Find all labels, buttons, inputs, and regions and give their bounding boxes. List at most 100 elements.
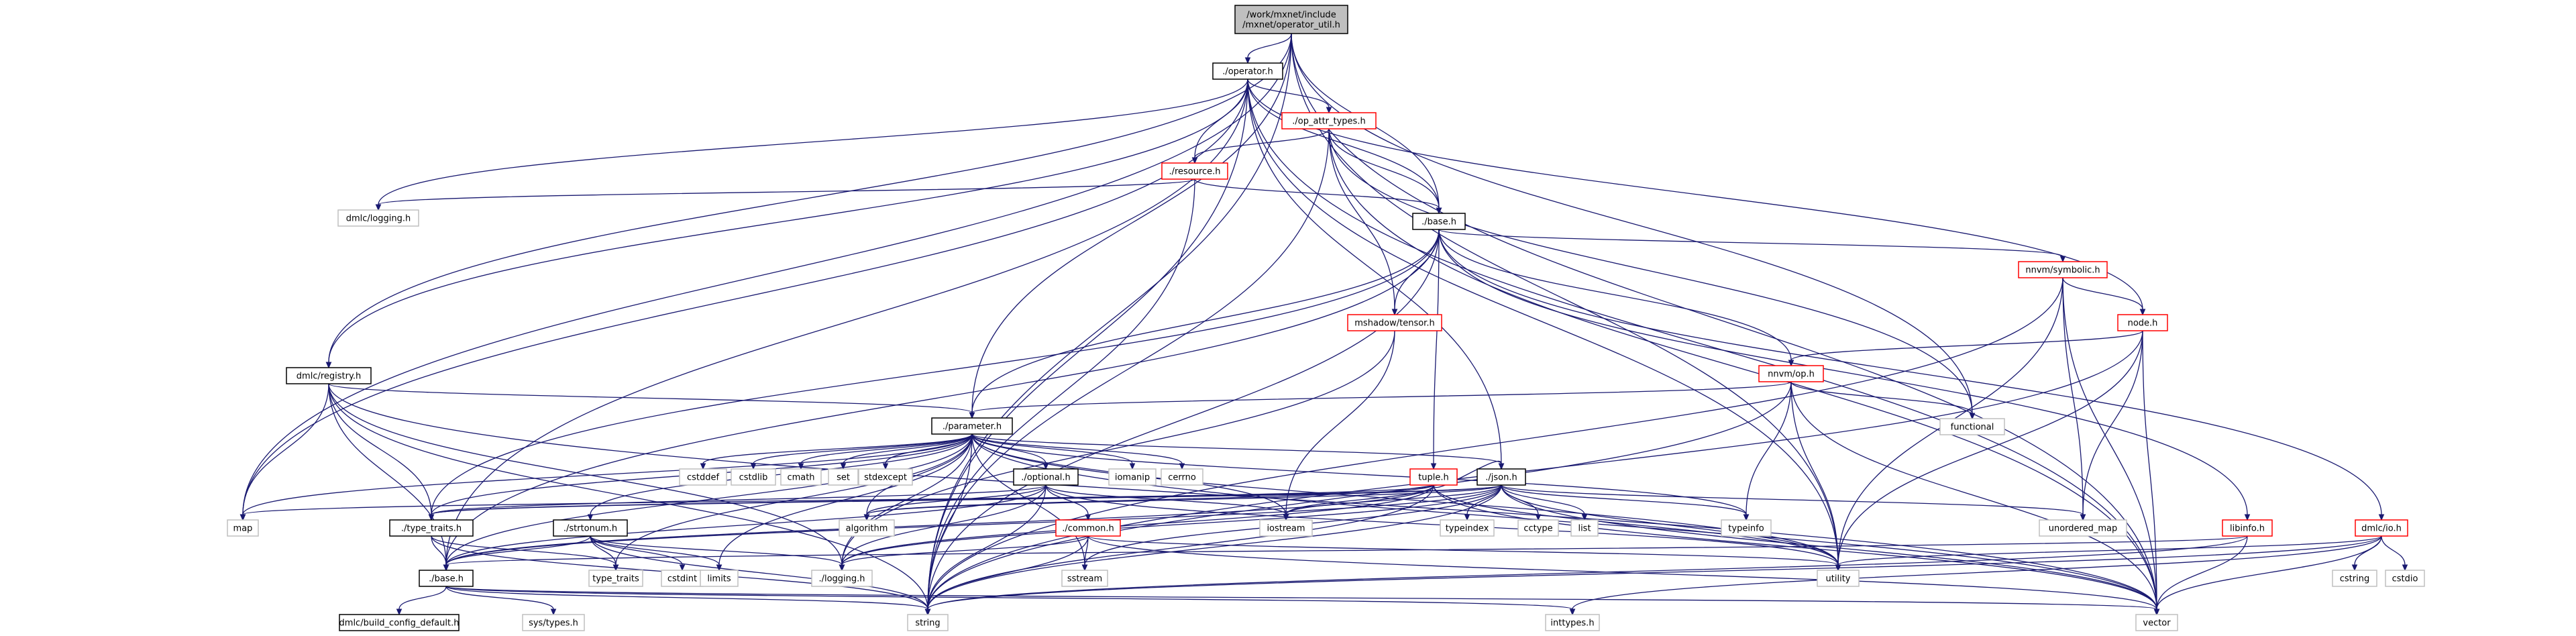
node-box	[2222, 519, 2273, 537]
node-label: ./resource.h	[1169, 167, 1220, 177]
edge-line	[1433, 484, 2157, 610]
edge-arrowhead	[2378, 514, 2385, 521]
node-operator[interactable]: ./operator.h	[1212, 62, 1283, 80]
edge-line	[1438, 229, 2063, 257]
edge-op_attr_types-to-mshadow_tensor	[1328, 128, 1398, 316]
edge-resource-to-base_mx	[1194, 178, 1442, 215]
node-dmlc-registry[interactable]: dmlc/registry.h	[286, 367, 372, 384]
node-type-traits-h[interactable]: ./type_traits.h	[389, 519, 474, 537]
node-box	[1721, 519, 1772, 537]
node-json[interactable]: ./json.h	[1477, 468, 1526, 486]
edge-line	[2062, 277, 2084, 515]
node-parameter[interactable]: ./parameter.h	[931, 417, 1013, 435]
node-base-mx[interactable]: ./base.h	[1412, 213, 1466, 230]
edge-base_dmlc-to-sys_types	[445, 586, 557, 616]
node-nnvm-op[interactable]: nnvm/op.h	[1758, 365, 1824, 382]
node-cstdio: cstdio	[2385, 570, 2425, 587]
edge-base_mx-to-nnvm_symbolic	[1438, 229, 2066, 263]
edge-arrowhead	[750, 463, 757, 470]
edge-line	[378, 78, 1248, 205]
edge-line	[1328, 128, 2157, 610]
node-label: /work/mxnet/include	[1246, 10, 1336, 20]
node-optional[interactable]: ./optional.h	[1013, 468, 1079, 486]
edge-arrowhead	[1743, 514, 1750, 521]
edge-arrowhead	[2139, 309, 2146, 316]
node-cctype: cctype	[1517, 519, 1559, 537]
edge-operator-to-dmlc_registry	[325, 78, 1248, 369]
edge-json-to-unordered_map	[1501, 484, 2086, 521]
node-label: iostream	[1267, 524, 1305, 534]
edge-line	[431, 484, 1502, 515]
node-box	[1281, 112, 1377, 129]
node-common[interactable]: ./common.h	[1055, 519, 1121, 537]
edge-line	[753, 433, 973, 464]
node-cstdint: cstdint	[661, 570, 704, 587]
edge-line	[971, 433, 1747, 515]
node-box	[339, 614, 460, 631]
edge-line	[927, 33, 1292, 610]
edge-line	[927, 484, 1046, 610]
node-op-attr-types[interactable]: ./op_attr_types.h	[1281, 112, 1377, 129]
node-box	[1517, 519, 1559, 537]
node-dmlc-io[interactable]: dmlc/io.h	[2355, 519, 2408, 537]
node-build-config[interactable]: dmlc/build_config_default.h	[339, 614, 460, 631]
node-set: set	[828, 468, 859, 486]
node-box	[1161, 162, 1228, 180]
node-cerrno: cerrno	[1161, 468, 1203, 486]
edge-line	[445, 586, 2157, 610]
edge-arrowhead	[325, 362, 332, 369]
node-tuple[interactable]: tuple.h	[1409, 468, 1458, 486]
edge-line	[1501, 484, 1747, 515]
edge-root-to-dmlc_registry	[325, 33, 1292, 369]
node-limits: limits	[700, 570, 739, 587]
node-box	[2018, 261, 2108, 278]
node-typeindex: typeindex	[1440, 519, 1495, 537]
edge-op_attr_types-to-resource	[1191, 128, 1330, 164]
edge-line	[242, 383, 329, 515]
node-libinfo[interactable]: libinfo.h	[2222, 519, 2273, 537]
node-strtonum[interactable]: ./strtonum.h	[553, 519, 628, 537]
edge-line	[927, 535, 2248, 610]
edge-line	[1291, 33, 2157, 610]
edge-arrowhead	[1129, 463, 1136, 470]
node-label: typeinfo	[1728, 524, 1764, 534]
node-box	[700, 570, 739, 587]
edge-line	[431, 535, 616, 566]
edge-line	[1328, 128, 1973, 414]
edge-line	[1790, 381, 1973, 414]
edge-arrowhead	[1498, 463, 1505, 470]
node-box	[2117, 314, 2168, 331]
node-label: ./strtonum.h	[564, 524, 617, 534]
node-nnvm-symbolic[interactable]: nnvm/symbolic.h	[2018, 261, 2108, 278]
node-node[interactable]: node.h	[2117, 314, 2168, 331]
edge-operator-to-node	[1247, 78, 2146, 316]
node-box	[1108, 468, 1157, 486]
node-label: ./op_attr_types.h	[1292, 117, 1365, 127]
node-logging-rel: ./logging.h	[811, 570, 873, 587]
edge-line	[445, 586, 554, 610]
edge-root-to-functional	[1291, 33, 1976, 420]
edge-arrowhead	[587, 514, 594, 521]
edge-line	[328, 383, 2157, 610]
edge-tuple-to-vector	[1433, 484, 2160, 616]
node-label: iomanip	[1115, 473, 1150, 483]
edge-line	[445, 535, 591, 566]
edge-line	[1247, 78, 2157, 610]
node-label: list	[1578, 524, 1591, 534]
nodes: /work/mxnet/include/mxnet/operator_util.…	[227, 5, 2425, 631]
edge-parameter-to-iomanip	[971, 433, 1136, 470]
edge-operator-to-json	[1247, 78, 1505, 470]
edge-base_dmlc-to-inttypes	[445, 586, 1576, 616]
edge-line	[927, 535, 2382, 610]
node-algorithm: algorithm	[839, 519, 895, 537]
edge-arrowhead	[863, 514, 870, 521]
node-box	[337, 209, 419, 227]
node-mshadow-tensor[interactable]: mshadow/tensor.h	[1347, 314, 1442, 331]
edge-optional-to-common	[1045, 484, 1091, 521]
node-root[interactable]: /work/mxnet/include/mxnet/operator_util.…	[1234, 5, 1348, 34]
edge-arrowhead	[969, 412, 975, 419]
edge-line	[1087, 535, 2157, 610]
edge-arrowhead	[375, 204, 382, 211]
node-resource[interactable]: ./resource.h	[1161, 162, 1228, 180]
node-base-dmlc[interactable]: ./base.h	[419, 570, 474, 587]
